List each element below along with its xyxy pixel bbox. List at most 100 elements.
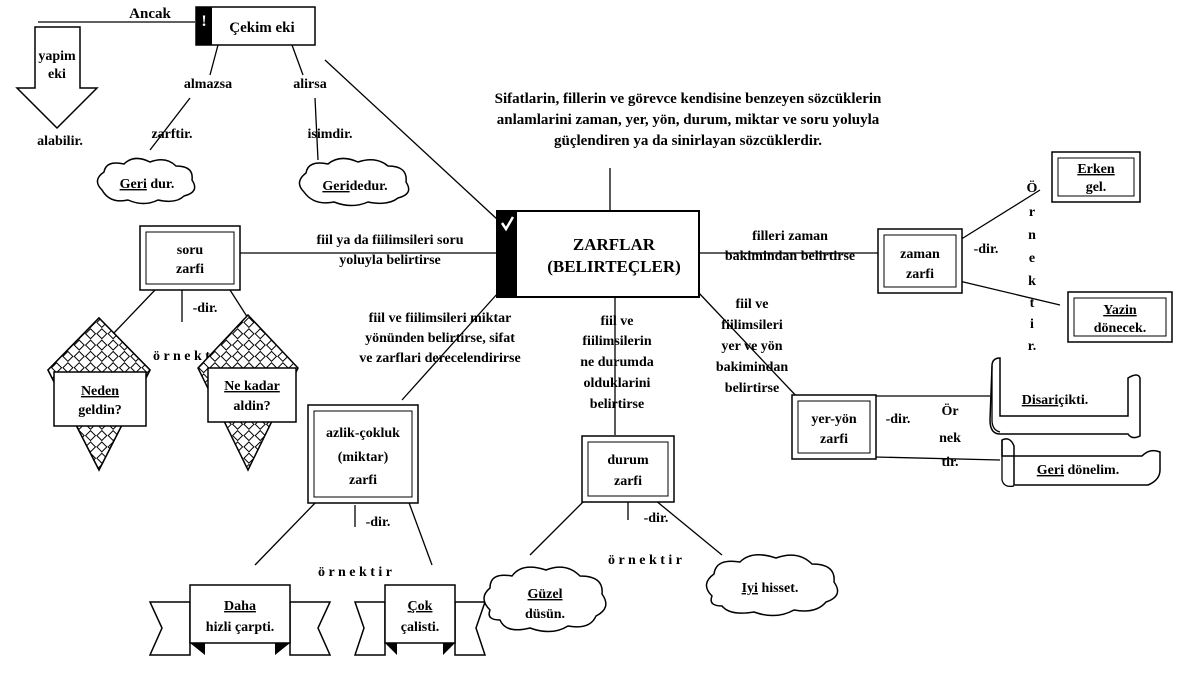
scroll-geri-donelim <box>1001 438 1161 486</box>
example-ne-kadar-1: Ne kadar <box>224 379 280 394</box>
svg-text:Ö: Ö <box>1027 179 1038 196</box>
example-geri-dur: Geri dur. <box>120 177 175 192</box>
main-title: ZARFLAR <box>573 235 656 254</box>
example-guzel-2: düsün. <box>525 607 565 622</box>
example-yazin-2: dönecek. <box>1094 321 1147 336</box>
soru-dir: -dir. <box>193 301 218 316</box>
yer-dir: -dir. <box>886 412 911 427</box>
durum-line-1: durum <box>607 453 649 468</box>
example-guzel-1: Güzel <box>528 587 563 602</box>
svg-text:r: r <box>1029 205 1035 220</box>
example-geri-dedur: Geridedur. <box>322 179 387 194</box>
example-erken-1: Erken <box>1077 162 1115 177</box>
yer-line-2: zarfi <box>820 432 848 447</box>
durum-dir: -dir. <box>644 511 669 526</box>
cloud-geri-dedur <box>298 157 410 207</box>
definition-text: Sifatlarin, fillerin ve görevce kendisin… <box>495 91 882 149</box>
zaman-ornek-vertical: Ö r n e k t i r. <box>1027 179 1038 354</box>
miktar-line-3: zarfi <box>349 473 377 488</box>
almazsa-label: almazsa <box>184 77 232 92</box>
soru-edge-1: fiil ya da fiilimsileri soru <box>317 233 464 248</box>
scroll-disari <box>989 357 1141 439</box>
soru-edge-2: yoluyla belirtirse <box>339 253 441 268</box>
alirsa-label: alirsa <box>293 77 326 92</box>
definition-line-3: güçlendiren ya da sinirlayan sözcüklerdi… <box>554 133 822 149</box>
zaman-zarfi-section: filleri zaman bakimindan belirtirse zama… <box>725 151 1173 354</box>
checkmark-icon <box>500 216 515 232</box>
banner-daha <box>189 584 291 644</box>
yer-yon-zarfi-section: fiil ve fiilimsileri yer ve yön bakimind… <box>716 297 1161 488</box>
miktar-edge-3: ve zarflari derecelendirirse <box>359 351 520 366</box>
yer-edge-5: belirtirse <box>725 381 779 396</box>
miktar-edge-1: fiil ve fiilimsileri miktar <box>369 311 512 326</box>
svg-text:r.: r. <box>1028 339 1036 354</box>
durum-edge-4: olduklarini <box>584 376 651 391</box>
example-ne-kadar-2: aldin? <box>233 399 270 414</box>
svg-text:t: t <box>1030 296 1035 311</box>
durum-line-2: zarfi <box>614 474 642 489</box>
durum-edge-1: fiil ve <box>600 314 633 329</box>
zaman-edge-2: bakimindan belirtirse <box>725 249 855 264</box>
durum-edge-3: ne durumda <box>580 355 654 370</box>
yer-line-1: yer-yön <box>811 412 857 427</box>
svg-text:k: k <box>1028 274 1036 289</box>
example-cok-2: çalisti. <box>401 620 440 635</box>
durum-zarfi-section: fiil ve fiilimsilerin ne durumda oldukla… <box>483 314 839 633</box>
example-iyi: Iyi hisset. <box>742 581 799 596</box>
miktar-ornek: ö r n e k t i r <box>318 565 392 580</box>
definition-line-2: anlamlarini zaman, yer, yön, durum, mikt… <box>497 112 880 128</box>
svg-text:e: e <box>1029 251 1035 266</box>
miktar-line-1: azlik-çokluk <box>326 426 400 441</box>
example-daha-1: Daha <box>224 599 256 614</box>
cekim-eki-label: Çekim eki <box>229 20 294 36</box>
miktar-line-2: (miktar) <box>338 450 389 465</box>
durum-ornek: ö r n e k t i r <box>608 553 682 568</box>
zarftir-label: zarftir. <box>151 127 192 142</box>
miktar-dir: -dir. <box>366 515 391 530</box>
cekim-eki-section: ! Çekim eki Ancak yapim eki alabilir. al… <box>15 6 410 207</box>
example-erken-2: gel. <box>1086 180 1107 195</box>
eki-label: eki <box>48 67 66 82</box>
yapim-label: yapim <box>38 49 76 64</box>
soru-line-2: zarfi <box>176 262 204 277</box>
soru-line-1: soru <box>177 243 204 258</box>
zaman-dir: -dir. <box>974 242 999 257</box>
yer-edge-3: yer ve yön <box>721 339 782 354</box>
cloud-geri-dur <box>96 157 196 205</box>
svg-text:n: n <box>1028 228 1036 243</box>
ancak-label: Ancak <box>129 6 171 22</box>
zaman-line-2: zarfi <box>906 267 934 282</box>
yer-edge-2: fiilimsileri <box>721 318 783 333</box>
example-neden-2: geldin? <box>78 403 122 418</box>
yer-ornek-1: Ör <box>941 402 958 419</box>
banner-cok <box>384 584 456 644</box>
example-yazin-1: Yazin <box>1103 303 1137 318</box>
down-arrow-icon <box>15 26 99 130</box>
alabilir-label: alabilir. <box>37 134 83 149</box>
connector-lines <box>38 21 1061 566</box>
svg-text:i: i <box>1030 317 1034 332</box>
main-subtitle: (BELIRTEÇLER) <box>547 257 681 276</box>
isimdir-label: isimdir. <box>308 127 353 142</box>
yer-ornek-3: tir. <box>942 455 959 470</box>
soru-zarfi-section: soru zarfi fiil ya da fiilimsileri soru … <box>47 225 464 472</box>
example-geri-donelim: Geri dönelim. <box>1037 463 1119 478</box>
example-neden-1: Neden <box>81 384 119 399</box>
cloud-guzel <box>483 566 607 633</box>
miktar-zarfi-section: fiil ve fiilimsileri miktar yönünden bel… <box>148 311 521 656</box>
example-cok-1: Çok <box>408 599 433 614</box>
zaman-edge-1: filleri zaman <box>752 229 828 244</box>
yer-ornek-2: nek <box>939 431 961 446</box>
example-disari: Disariçikti. <box>1022 393 1089 408</box>
main-zarflar-box: ZARFLAR (BELIRTEÇLER) <box>496 210 700 298</box>
durum-edge-2: fiilimsilerin <box>582 334 651 349</box>
miktar-edge-2: yönünden belirtirse, sifat <box>365 331 515 346</box>
definition-line-1: Sifatlarin, fillerin ve görevce kendisin… <box>495 91 882 107</box>
cloud-iyi <box>705 554 839 617</box>
durum-edge-5: belirtirse <box>590 397 644 412</box>
exclamation-icon: ! <box>201 13 206 30</box>
example-daha-2: hizli çarpti. <box>206 620 274 635</box>
yer-edge-4: bakimindan <box>716 360 789 375</box>
zaman-line-1: zaman <box>900 247 940 262</box>
